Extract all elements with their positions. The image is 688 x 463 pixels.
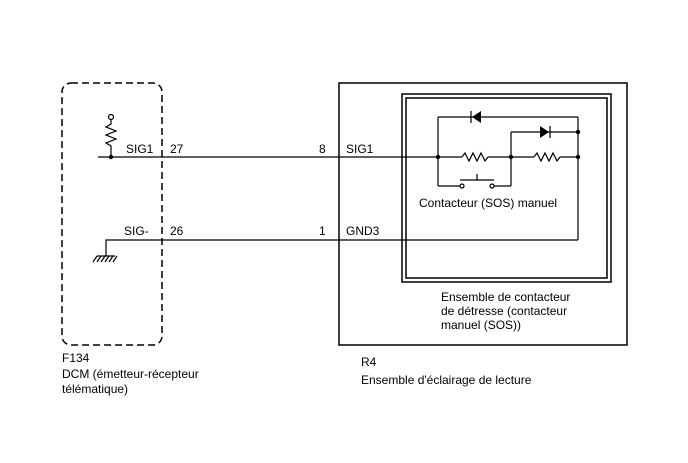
right-gnd3-pin: 1 bbox=[319, 224, 326, 238]
assembly-name-line2: de détresse (contacteur bbox=[441, 304, 567, 318]
push-switch-icon bbox=[459, 174, 495, 189]
left-sig1-pin: 27 bbox=[170, 142, 184, 156]
pullup-resistor-icon bbox=[104, 113, 118, 157]
right-sig1-signal: SIG1 bbox=[346, 142, 374, 156]
left-sigminus-signal: SIG- bbox=[124, 224, 149, 238]
r4-code: R4 bbox=[361, 355, 377, 369]
f134-connector-box bbox=[61, 82, 163, 346]
diode-2-icon bbox=[540, 126, 551, 138]
ground-icon bbox=[92, 239, 120, 263]
sos-switch-circuit bbox=[435, 111, 581, 240]
f134-code: F134 bbox=[62, 351, 90, 365]
sos-assembly-outer-border bbox=[401, 93, 612, 283]
right-sig1-pin: 8 bbox=[319, 142, 326, 156]
diode-1-icon bbox=[470, 111, 481, 123]
resistor-1-icon bbox=[461, 151, 489, 163]
left-sigminus-pin: 26 bbox=[170, 224, 184, 238]
assembly-name-line3: manuel (SOS)) bbox=[441, 318, 521, 332]
r4-outer-box bbox=[338, 82, 628, 346]
left-sig1-signal: SIG1 bbox=[126, 142, 154, 156]
sos-switch-label: Contacteur (SOS) manuel bbox=[419, 196, 557, 210]
f134-name-line2: télématique) bbox=[62, 382, 128, 396]
assembly-name-line1: Ensemble de contacteur bbox=[441, 290, 570, 304]
f134-name-line1: DCM (émetteur-récepteur bbox=[62, 367, 199, 381]
resistor-2-icon bbox=[533, 151, 561, 163]
right-gnd3-signal: GND3 bbox=[346, 224, 380, 238]
sos-assembly-inner-border bbox=[405, 97, 608, 279]
r4-name: Ensemble d'éclairage de lecture bbox=[361, 373, 532, 387]
